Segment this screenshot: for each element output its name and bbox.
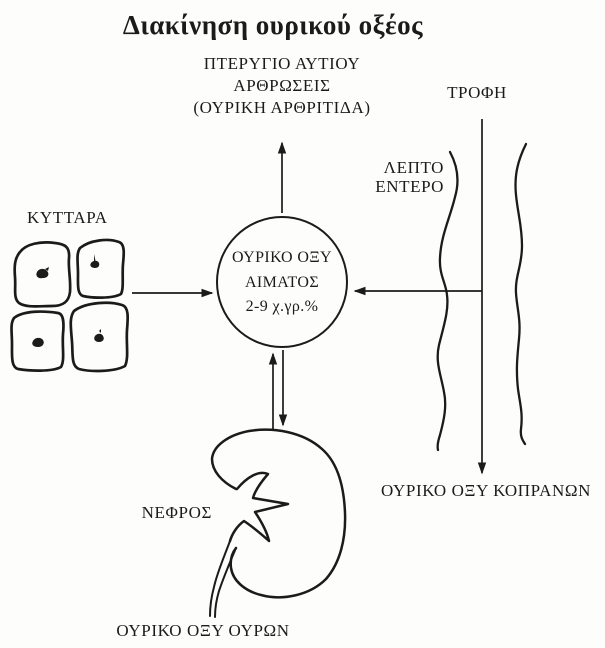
ureter xyxy=(209,540,231,617)
cell-nucleus xyxy=(90,254,100,268)
blood-line1: ΟΥΡΙΚΟ ΟΞΥ xyxy=(232,249,332,266)
intestine-wall-left xyxy=(436,150,459,452)
ear-joints-line1: ΠΤΕΡΥΓΙΟ ΑΥΤΙΟΥ xyxy=(204,54,361,73)
cell-shape xyxy=(13,241,72,308)
kidney-label: ΝΕΦΡΟΣ xyxy=(142,503,212,522)
urine-label: ΟΥΡΙΚΟ ΟΞΥ ΟΥΡΩΝ xyxy=(116,621,289,640)
blood-uric-acid-circle xyxy=(216,216,348,348)
cell-shape xyxy=(10,310,65,372)
intestine-wall-right xyxy=(514,142,528,446)
blood-uric-acid-text: ΟΥΡΙΚΟ ΟΞΥ ΑΙΜΑΤΟΣ 2-9 χ.γρ.% xyxy=(232,249,332,315)
renal-pelvis xyxy=(228,471,290,543)
intestine-line1: ΛΕΠΤΟ xyxy=(384,158,444,177)
kidney-drawing xyxy=(209,428,347,618)
ear-joints-line2: ΑΡΘΡΩΣΕΙΣ xyxy=(233,76,330,95)
food-label: ΤΡΟΦΗ xyxy=(447,83,507,102)
cell-shape xyxy=(69,301,130,373)
cell-nucleus xyxy=(32,337,44,347)
cells-label: ΚΥΤΤΑΡΑ xyxy=(27,208,108,227)
intestine-label-block: ΛΕΠΤΟ ΕΝΤΕΡΟ xyxy=(375,158,444,196)
blood-line3: 2-9 χ.γρ.% xyxy=(246,298,319,315)
ureter xyxy=(214,547,237,618)
small-intestine-drawing xyxy=(436,142,528,452)
page-title: Διακίνηση ουρικού οξέος xyxy=(123,10,423,40)
cell-nucleus xyxy=(94,329,104,342)
ear-joints-line3: (ΟΥΡΙΚΗ ΑΡΘΡΙΤΙΔΑ) xyxy=(193,98,370,117)
ear-joints-label-block: ΠΤΕΡΥΓΙΟ ΑΥΤΙΟΥ ΑΡΘΡΩΣΕΙΣ (ΟΥΡΙΚΗ ΑΡΘΡΙΤ… xyxy=(193,54,370,117)
intestine-line2: ΕΝΤΕΡΟ xyxy=(375,177,444,196)
blood-line2: ΑΙΜΑΤΟΣ xyxy=(245,274,319,291)
feces-label: ΟΥΡΙΚΟ ΟΞΥ ΚΟΠΡΑΝΩΝ xyxy=(381,481,591,500)
cell-nucleus xyxy=(36,267,49,279)
kidney-outline xyxy=(210,428,347,599)
cells-drawing xyxy=(10,238,130,373)
cell-shape xyxy=(76,238,126,299)
